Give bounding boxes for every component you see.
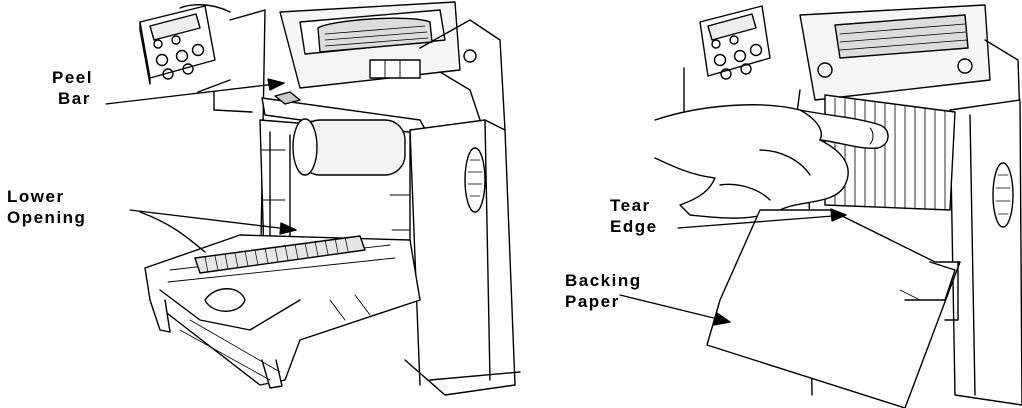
hand-illustration xyxy=(654,104,889,219)
lower-opening-arrow xyxy=(129,209,297,231)
tear-edge-callout: Tear Edge xyxy=(610,195,658,237)
tear-edge-label-line2: Edge xyxy=(610,217,658,236)
backing-paper-arrow xyxy=(619,294,731,323)
left-printer-illustration xyxy=(139,1,521,396)
peel-bar-label-line2: Bar xyxy=(58,89,91,108)
lower-opening-callout: Lower Opening xyxy=(7,186,86,228)
lower-opening-label-line2: Opening xyxy=(7,208,87,227)
tear-edge-arrow xyxy=(677,214,847,229)
print-head-assembly xyxy=(279,1,506,151)
tear-edge-label-line1: Tear xyxy=(610,196,651,215)
peel-bar-arrow xyxy=(105,82,285,105)
control-panel-right xyxy=(699,5,771,80)
lower-door xyxy=(144,234,421,389)
backing-paper-label-line2: Paper xyxy=(565,292,620,311)
backing-paper-label-line1: Backing xyxy=(565,271,642,290)
callout-arrows-left xyxy=(105,78,297,235)
peel-bar-callout: Peel Bar xyxy=(52,67,93,109)
label-stack xyxy=(824,94,956,211)
callout-arrows-right xyxy=(619,208,847,326)
backing-paper-callout: Backing Paper xyxy=(565,270,642,312)
right-printer-illustration xyxy=(654,4,1022,408)
peel-bar-label-line1: Peel xyxy=(52,68,93,87)
control-panel-left xyxy=(139,4,231,85)
backing-paper-sheet xyxy=(706,209,961,408)
lower-opening-label-line1: Lower xyxy=(7,187,65,206)
